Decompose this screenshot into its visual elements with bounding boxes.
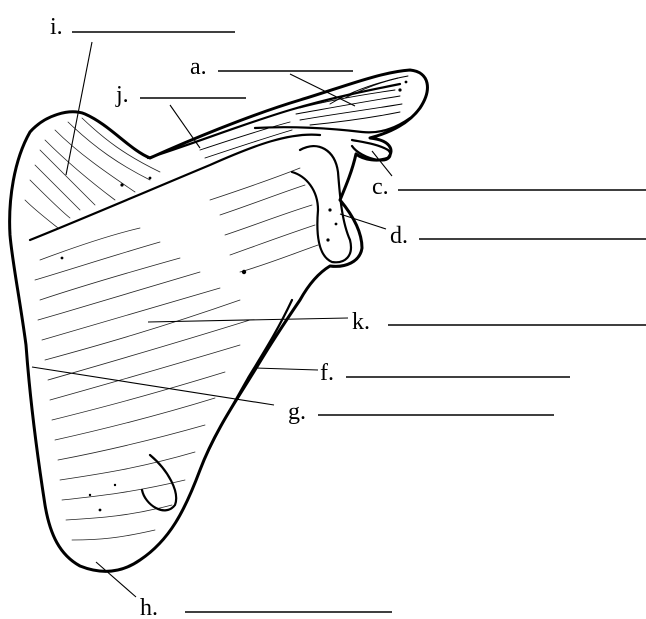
label-i: i. — [50, 14, 63, 40]
label-g: g. — [288, 399, 306, 425]
label-a: a. — [190, 54, 207, 80]
label-h: h. — [140, 595, 158, 619]
label-c: c. — [372, 174, 389, 200]
label-f: f. — [320, 360, 334, 386]
label-d: d. — [390, 223, 408, 249]
label-j: j. — [115, 82, 129, 108]
label-k: k. — [352, 309, 370, 335]
leader-f — [255, 368, 318, 370]
